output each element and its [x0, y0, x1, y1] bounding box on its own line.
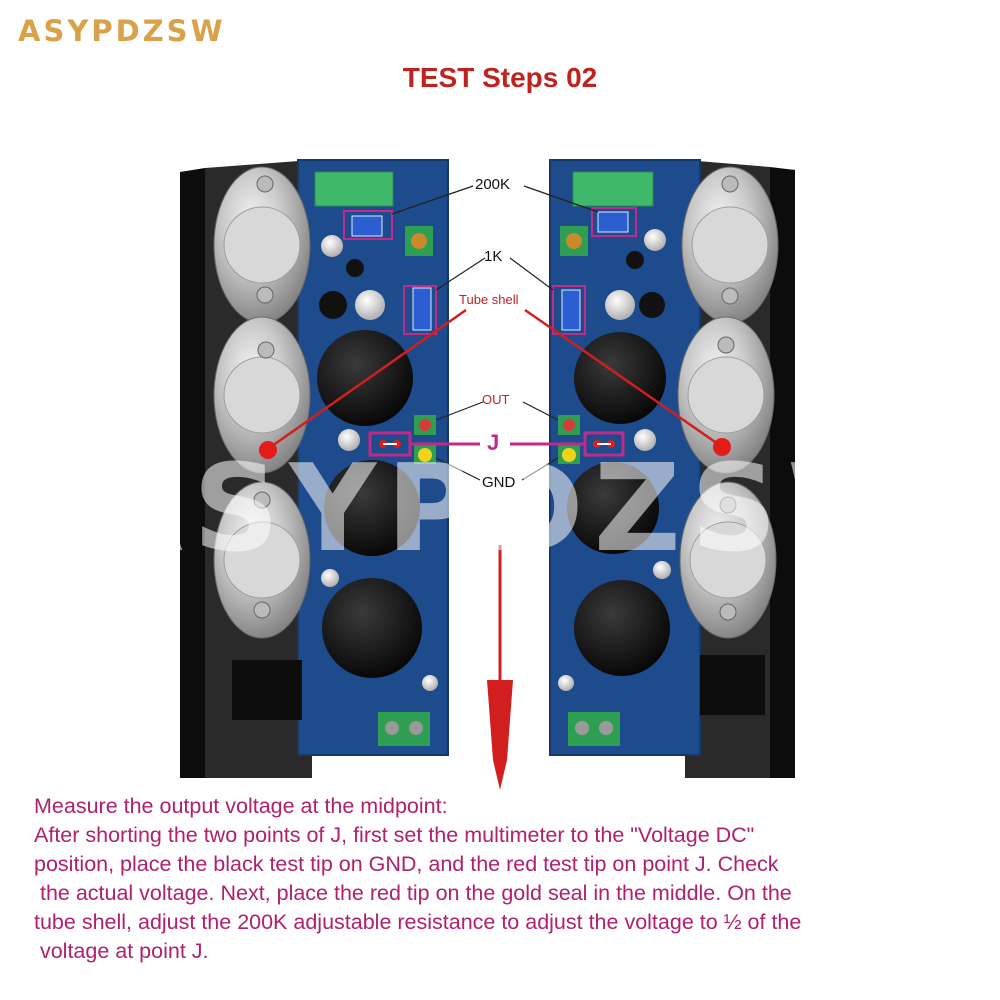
right-amplifier-board [549, 159, 795, 778]
instruction-line: Measure the output voltage at the midpoi… [34, 794, 448, 818]
right-out-point [563, 419, 575, 431]
label-j: J [487, 430, 500, 455]
instruction-line: position, place the black test tip on GN… [34, 852, 779, 876]
right-1k-box [552, 285, 586, 335]
label-out: OUT [482, 392, 510, 407]
right-1k-trimmer [561, 289, 581, 331]
left-1k-trimmer [412, 287, 432, 331]
left-transistor-bottom [213, 481, 311, 639]
instruction-line: After shorting the two points of J, firs… [34, 823, 755, 847]
label-200k: 200K [475, 176, 511, 193]
label-tube-shell: Tube shell [459, 292, 519, 307]
instruction-line: tube shell, adjust the 200K adjustable r… [34, 910, 802, 934]
left-capacitor-2 [324, 460, 420, 556]
instruction-line: voltage at point J. [34, 939, 209, 963]
tube-shell-arrows [271, 308, 719, 448]
right-terminal-block-top [572, 171, 654, 207]
left-amplifier-board [180, 159, 449, 778]
label-gnd: GND [482, 474, 516, 491]
right-200k-box [591, 207, 637, 237]
left-200k-trimmer [351, 215, 383, 237]
left-capacitor-3 [322, 578, 422, 678]
brand-logo: ASYPDZSW [18, 14, 226, 48]
instruction-line: the actual voltage. Next, place the red … [34, 881, 792, 905]
right-200k-trimmer [597, 211, 629, 233]
left-transistor-middle [213, 316, 311, 474]
right-tube-shell-dot [713, 438, 731, 456]
right-rectifier [700, 655, 765, 715]
callout-lines [391, 185, 599, 481]
right-capacitor-1 [574, 332, 666, 424]
left-out-point [419, 419, 431, 431]
left-200k-box [343, 210, 393, 240]
right-capacitor-2 [567, 462, 659, 554]
left-capacitor-1 [317, 330, 413, 426]
left-1k-box [403, 285, 437, 335]
right-capacitor-3 [574, 580, 670, 676]
down-arrow-icon [487, 545, 513, 790]
right-transistor-top [681, 166, 779, 324]
right-transistor-bottom [679, 481, 777, 639]
left-terminal-block-top [314, 171, 394, 207]
left-transistor-top [213, 166, 311, 324]
left-rectifier [232, 660, 302, 720]
left-gnd-point [418, 448, 432, 462]
page-title: TEST Steps 02 [402, 62, 598, 93]
right-gnd-point [562, 448, 576, 462]
label-1k: 1K [484, 248, 503, 265]
instruction-text: Measure the output voltage at the midpoi… [34, 792, 984, 966]
